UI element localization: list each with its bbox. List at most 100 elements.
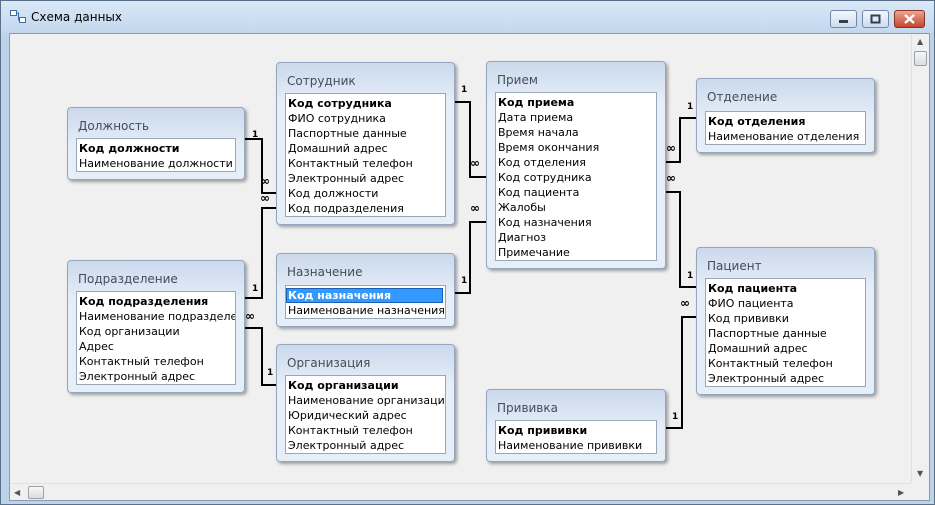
table-title: Прививка bbox=[497, 401, 558, 415]
primary-key-field[interactable]: Код сотрудника bbox=[288, 97, 392, 110]
rel-otdelenie-priem bbox=[666, 117, 696, 163]
minimize-icon bbox=[839, 20, 848, 23]
field-item[interactable]: Время окончания bbox=[498, 141, 600, 154]
horizontal-scrollbar[interactable]: ◀ ▶ bbox=[10, 483, 911, 500]
field-item[interactable]: Жалобы bbox=[498, 201, 546, 214]
field-item[interactable]: Примечание bbox=[498, 246, 570, 259]
maximize-button[interactable] bbox=[862, 10, 889, 28]
field-item[interactable]: Контактный телефон bbox=[288, 157, 413, 170]
field-item[interactable]: ФИО сотрудника bbox=[288, 112, 386, 125]
scroll-right-icon[interactable]: ▶ bbox=[898, 488, 905, 497]
primary-key-field[interactable]: Код пациента bbox=[708, 282, 798, 295]
maximize-icon bbox=[870, 14, 881, 24]
cardinality-one-label: 1 bbox=[252, 284, 259, 294]
field-item[interactable]: Наименование подразделения bbox=[79, 310, 235, 323]
field-item[interactable]: Код отделения bbox=[498, 156, 586, 169]
field-item[interactable]: Наименование назначения bbox=[288, 304, 445, 317]
field-item[interactable]: Код пациента bbox=[498, 186, 580, 199]
primary-key-field[interactable]: Код приема bbox=[498, 96, 575, 109]
field-item[interactable]: Наименование организации bbox=[288, 394, 445, 407]
primary-key-field[interactable]: Код прививки bbox=[498, 424, 588, 437]
field-item[interactable]: Паспортные данные bbox=[288, 127, 407, 140]
rel-dolzhnost-sotrudnik bbox=[244, 138, 276, 194]
field-item[interactable]: Электронный адрес bbox=[288, 172, 405, 185]
field-item[interactable]: Время начала bbox=[498, 126, 579, 139]
cardinality-many-label: ∞ bbox=[260, 174, 270, 188]
vertical-scrollbar[interactable]: ▲ ▼ bbox=[911, 34, 929, 483]
close-icon bbox=[904, 14, 915, 24]
field-item[interactable]: Дата приема bbox=[498, 111, 574, 124]
field-item[interactable]: Наименование должности bbox=[79, 157, 233, 170]
field-item[interactable]: Юридический адрес bbox=[288, 409, 407, 422]
primary-key-field[interactable]: Код организации bbox=[288, 379, 399, 392]
vertical-scroll-thumb[interactable] bbox=[914, 51, 927, 66]
field-item[interactable]: Электронный адрес bbox=[288, 439, 405, 452]
primary-key-field[interactable]: Код подразделения bbox=[79, 295, 209, 308]
close-button[interactable] bbox=[894, 10, 925, 28]
primary-key-field[interactable]: Код отделения bbox=[708, 115, 806, 128]
window-title: Схема данных bbox=[31, 10, 123, 24]
rel-podrazdelenie-sotrudnik bbox=[244, 207, 276, 299]
rel-sotrudnik-priem bbox=[455, 101, 486, 178]
field-item[interactable]: Домашний адрес bbox=[288, 142, 388, 155]
field-item[interactable]: Адрес bbox=[79, 340, 114, 353]
field-item[interactable]: Код должности bbox=[288, 187, 379, 200]
cardinality-one-label: 1 bbox=[687, 271, 694, 281]
table-title: Отделение bbox=[707, 90, 778, 104]
title-bar[interactable]: Схема данных bbox=[1, 1, 934, 33]
table-title: Подразделение bbox=[78, 272, 178, 286]
minimize-button[interactable] bbox=[830, 10, 857, 28]
field-item[interactable]: Домашний адрес bbox=[708, 342, 808, 355]
scroll-up-icon[interactable]: ▲ bbox=[917, 37, 924, 46]
scroll-down-icon[interactable]: ▼ bbox=[917, 469, 924, 478]
field-item[interactable]: ФИО пациента bbox=[708, 297, 794, 310]
field-item[interactable]: Код прививки bbox=[708, 312, 789, 325]
rel-organizaciya-podrazdelenie bbox=[244, 327, 276, 386]
primary-key-field[interactable]: Код должности bbox=[79, 142, 180, 155]
table-title: Прием bbox=[497, 73, 538, 87]
rel-privivka-pacient bbox=[666, 316, 696, 429]
relationships-icon bbox=[10, 10, 26, 23]
field-item[interactable]: Паспортные данные bbox=[708, 327, 827, 340]
cardinality-one-label: 1 bbox=[461, 85, 468, 95]
cardinality-many-label: ∞ bbox=[260, 191, 270, 205]
field-item[interactable]: Контактный телефон bbox=[288, 424, 413, 437]
table-title: Назначение bbox=[287, 265, 363, 279]
field-item[interactable]: Код подразделения bbox=[288, 202, 404, 215]
cardinality-one-label: 1 bbox=[267, 368, 274, 378]
field-item[interactable]: Код сотрудника bbox=[498, 171, 592, 184]
primary-key-field[interactable]: Код назначения bbox=[286, 288, 443, 303]
field-item[interactable]: Код организации bbox=[79, 325, 180, 338]
field-item[interactable]: Контактный телефон bbox=[79, 355, 204, 368]
table-title: Должность bbox=[78, 119, 150, 133]
scroll-left-icon[interactable]: ◀ bbox=[14, 488, 21, 497]
relationships-canvas[interactable]: 1 ∞ 1 ∞ ∞ 1 1 ∞ 1 ∞ 1 ∞ 1 ∞ 1 ∞ Должност… bbox=[9, 33, 930, 501]
field-item[interactable]: Наименование отделения bbox=[708, 130, 860, 143]
field-item[interactable]: Электронный адрес bbox=[708, 372, 825, 385]
horizontal-scroll-thumb[interactable] bbox=[28, 486, 44, 499]
field-item[interactable]: Код назначения bbox=[498, 216, 592, 229]
field-item[interactable]: Диагноз bbox=[498, 231, 547, 244]
field-item[interactable]: Наименование прививки bbox=[498, 439, 643, 452]
field-item[interactable]: Контактный телефон bbox=[708, 357, 833, 370]
cardinality-many-label: ∞ bbox=[680, 296, 690, 310]
field-item[interactable]: Электронный адрес bbox=[79, 370, 196, 383]
